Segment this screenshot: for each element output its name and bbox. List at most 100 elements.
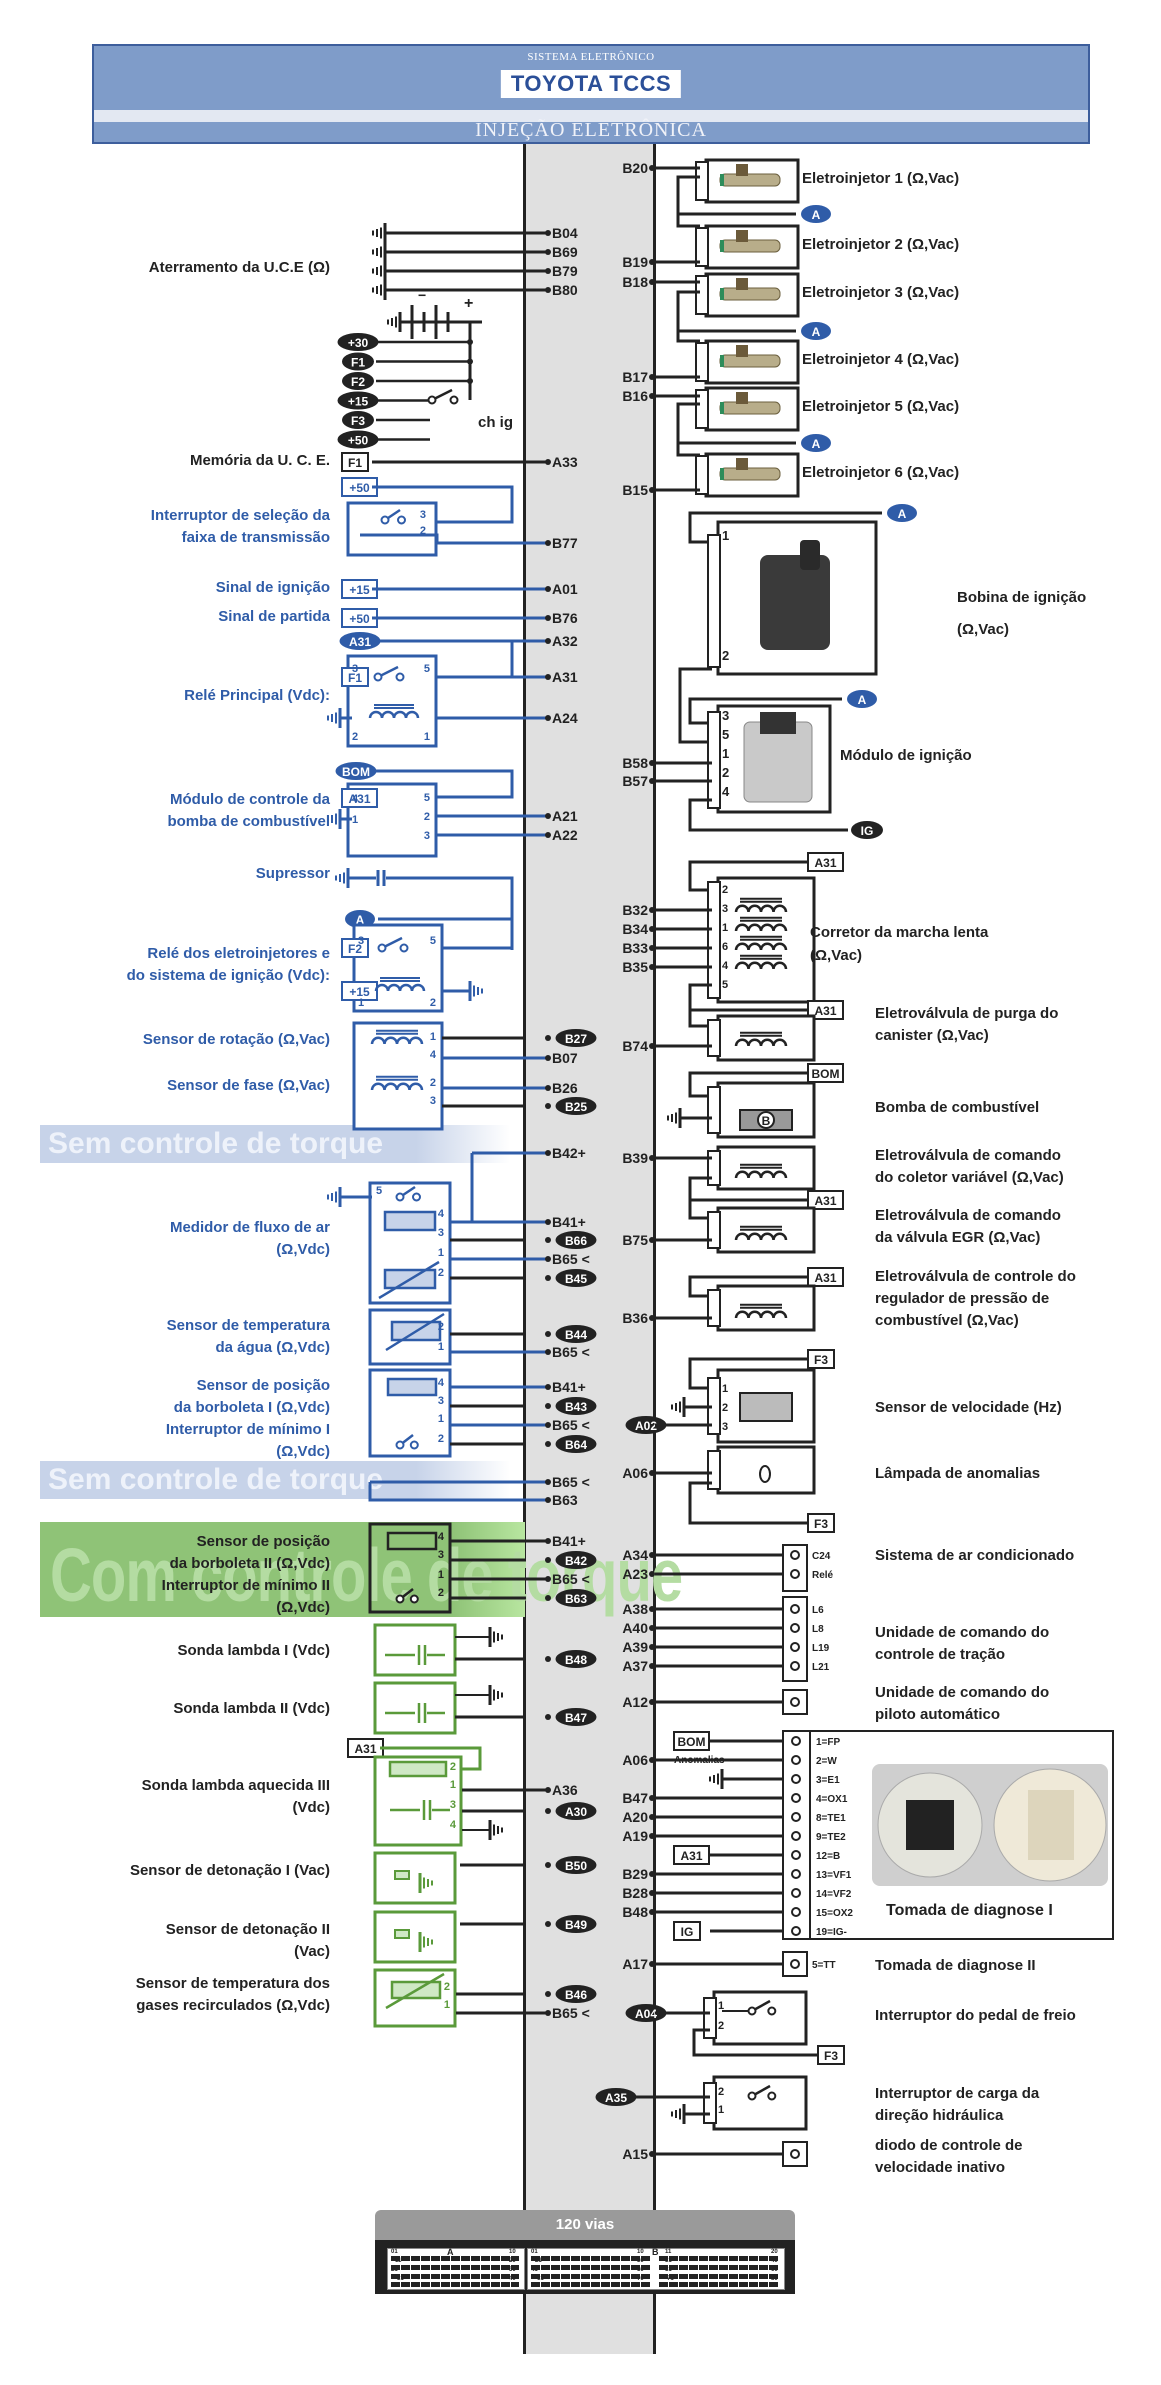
junction-dot <box>545 1441 551 1447</box>
wire <box>676 402 700 457</box>
ignition-coil-a-tag <box>887 504 917 522</box>
injector-icon <box>720 355 724 367</box>
wire <box>688 1275 808 1298</box>
lamp-icon <box>759 1465 771 1483</box>
component-label: Bomba de combustível <box>875 1099 1039 1116</box>
component-label: da borboleta I (Ω,Vdc) <box>174 1399 330 1416</box>
ecu-pin-label: A31 <box>552 669 578 685</box>
fuel-pump-module-a31-tag-text: A31 <box>348 792 370 806</box>
pin-number: 40 <box>509 2276 516 2282</box>
junction-dot <box>545 715 551 721</box>
ecu-pin-label: B63 <box>552 1492 578 1508</box>
ecu-pin-badge-text: B66 <box>565 1234 587 1248</box>
terminal-label: 13=VF1 <box>816 1870 852 1881</box>
terminal-number: 3 <box>424 830 430 842</box>
lambda-element-icon <box>390 1800 450 1820</box>
junction-dot <box>649 1814 655 1820</box>
pin-socket-icon <box>790 1642 800 1652</box>
junction-dot <box>545 1557 551 1563</box>
ecu-pin-label: A37 <box>622 1658 648 1674</box>
anomalias-label: Anomalias <box>674 1755 725 1766</box>
junction-dot <box>545 287 551 293</box>
junction-dot <box>545 249 551 255</box>
switch-contact-icon <box>380 515 390 525</box>
junction-dot <box>545 540 551 546</box>
injector-connector <box>695 342 709 382</box>
component-label: Medidor de fluxo de ar <box>170 1219 330 1236</box>
injector-icon <box>720 288 724 300</box>
component-label: Tomada de diagnose II <box>875 1957 1036 1974</box>
ecu-pin-label: A40 <box>622 1620 648 1636</box>
idle-speed-diode-connector <box>782 2141 808 2167</box>
terminal-label: L8 <box>812 1624 824 1635</box>
junction-dot <box>649 1043 655 1049</box>
terminal-label: L19 <box>812 1643 830 1654</box>
wire <box>442 919 514 950</box>
pin-socket-icon <box>791 1793 801 1803</box>
junction-dot <box>545 1256 551 1262</box>
wire <box>688 1481 808 1525</box>
terminal-number: 3 <box>438 1227 444 1239</box>
component-label: Sensor de posição <box>197 1377 330 1394</box>
supply-tag <box>337 333 379 351</box>
junction-dot <box>467 339 473 345</box>
component-label: Sensor de rotação (Ω,Vac) <box>143 1031 330 1048</box>
connector-pin-row <box>659 2282 779 2287</box>
terminal-number: 2 <box>722 648 729 663</box>
ecu-pin-label: B76 <box>552 610 578 626</box>
wire <box>374 769 514 799</box>
header-title: INJEÇÃO ELETRÔNICA <box>475 119 707 141</box>
junction-dot <box>467 358 473 365</box>
coil-icon <box>374 983 426 992</box>
junction-dot <box>649 1237 655 1243</box>
valve-connector <box>707 1211 721 1249</box>
junction-dot <box>545 586 551 592</box>
component-label: Interruptor de mínimo II <box>162 1577 330 1594</box>
terminal-label: 2=W <box>816 1756 837 1767</box>
junction-dot <box>545 1331 551 1337</box>
injector-a-tag-text: A <box>812 325 821 339</box>
component-label: Unidade de comando do <box>875 1624 1049 1641</box>
junction-dot <box>545 1991 551 1997</box>
pin-socket-icon <box>791 1869 801 1879</box>
ecu-pin-label: B16 <box>622 388 648 404</box>
ignition-module-icon <box>760 712 796 734</box>
terminal-number: 4 <box>722 784 730 799</box>
ecu-pin-label: B65 < <box>552 1571 590 1587</box>
pin-number: 60 <box>771 2267 778 2273</box>
component-label: (Ω,Vdc) <box>276 1241 330 1258</box>
ignition-module-ig-tag-text: IG <box>861 824 874 838</box>
supply-tag-text: F2 <box>351 375 365 389</box>
ecu-pin-label: A19 <box>622 1828 648 1844</box>
switch-contact-icon <box>395 1192 405 1202</box>
junction-dot <box>545 1921 551 1927</box>
component-label: Interruptor de mínimo I <box>166 1421 330 1438</box>
terminal-number: 2 <box>438 1433 444 1445</box>
pin-number: 30 <box>637 2258 644 2264</box>
pin-socket-icon <box>790 1623 800 1633</box>
terminal-label: 4=OX1 <box>816 1794 848 1805</box>
injector-a-tag <box>801 205 831 223</box>
junction-dot <box>649 1155 655 1161</box>
pin-socket-icon <box>790 1959 800 1969</box>
terminal-number: 2 <box>438 1321 444 1333</box>
ecu-pin-label: B42+ <box>552 1145 586 1161</box>
junction-dot <box>545 1103 551 1109</box>
fuel-pump-module-tag-text: BOM <box>342 765 370 779</box>
terminal-number: 2 <box>430 997 436 1009</box>
terminal-number: 4 <box>430 1049 437 1061</box>
ecu-pin-label: A38 <box>622 1601 648 1617</box>
pin-number: 20 <box>509 2258 516 2264</box>
pin-number: 11 <box>395 2258 402 2264</box>
wire <box>360 533 548 545</box>
terminal-number: 2 <box>438 1267 444 1279</box>
junction-dot <box>649 778 655 784</box>
thermistor-arrow-icon <box>385 1972 445 2010</box>
ecu-pin-label: B80 <box>552 282 578 298</box>
junction-dot <box>649 1571 655 1577</box>
terminal-number: 3 <box>430 1095 436 1107</box>
ecu-pin-label: A33 <box>552 454 578 470</box>
connector-block-a-label: A <box>447 2247 454 2257</box>
ecu-pin-label: A39 <box>622 1639 648 1655</box>
wire <box>688 798 848 832</box>
